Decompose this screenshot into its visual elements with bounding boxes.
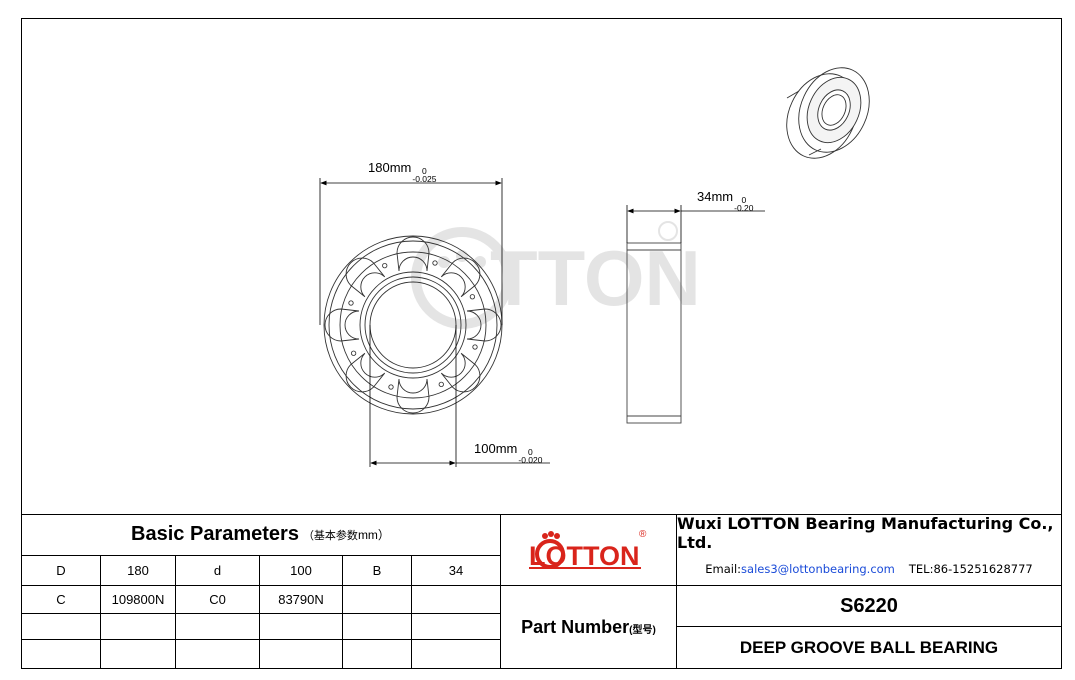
bearing-front-view bbox=[323, 235, 503, 415]
param-cell bbox=[22, 640, 100, 668]
param-cell bbox=[176, 614, 259, 639]
registered-mark: ® bbox=[639, 529, 647, 540]
param-cell: 109800N bbox=[111, 592, 165, 607]
bearing-3d-view bbox=[786, 67, 870, 159]
logo-text: LOTTON bbox=[529, 541, 640, 571]
param-cell: 100 bbox=[290, 563, 312, 578]
param-cell bbox=[412, 614, 500, 639]
bearing-ball bbox=[345, 257, 388, 298]
watermark-logo: TTON bbox=[411, 221, 701, 329]
lotton-logo: LOTTON ® bbox=[528, 529, 647, 571]
param-cell bbox=[260, 640, 342, 668]
technical-drawing: TTON bbox=[319, 67, 870, 467]
param-cell: D bbox=[56, 563, 66, 578]
param-cell bbox=[101, 614, 175, 639]
part-number-label: Part Number(型号) bbox=[521, 616, 656, 637]
bearing-ball bbox=[438, 352, 481, 393]
width-dimension bbox=[626, 205, 765, 243]
outer-diameter-dimension bbox=[319, 178, 503, 325]
bearing-ball bbox=[440, 257, 481, 300]
part-number: S6220 bbox=[840, 594, 898, 617]
param-cell: 180 bbox=[127, 563, 149, 578]
basic-parameters-heading: Basic Parameters （基本参数 mm） bbox=[131, 523, 390, 545]
bearing-balls bbox=[324, 236, 502, 414]
param-cell: d bbox=[213, 563, 222, 578]
param-cell bbox=[343, 640, 411, 668]
param-cell: C bbox=[56, 592, 66, 607]
bearing-ball bbox=[345, 350, 386, 393]
param-cell: C0 bbox=[209, 592, 226, 607]
param-cell: 83790N bbox=[278, 592, 324, 607]
part-type: DEEP GROOVE BALL BEARING bbox=[739, 637, 999, 657]
param-cell: 34 bbox=[448, 563, 464, 578]
bearing-ball bbox=[388, 378, 430, 414]
bearing-ball bbox=[466, 308, 502, 350]
email-link[interactable]: sales3@lottonbearing.com bbox=[741, 561, 895, 576]
param-cell: B bbox=[372, 563, 382, 578]
param-cell bbox=[176, 640, 259, 668]
param-cell bbox=[412, 640, 500, 668]
param-cell bbox=[343, 614, 411, 639]
company-name: Wuxi LOTTON Bearing Manufacturing Co., L… bbox=[677, 514, 1054, 552]
param-cell bbox=[343, 586, 411, 613]
bearing-side-view bbox=[626, 242, 682, 424]
watermark-text: TTON bbox=[490, 234, 701, 322]
param-cell bbox=[260, 614, 342, 639]
company-logo: LOTTON ® bbox=[501, 514, 676, 585]
param-cell bbox=[101, 640, 175, 668]
param-cell bbox=[412, 586, 500, 613]
param-cell bbox=[22, 614, 100, 639]
bearing-ball bbox=[396, 236, 438, 272]
bearing-ball bbox=[324, 300, 360, 342]
bore-dimension bbox=[369, 325, 550, 467]
